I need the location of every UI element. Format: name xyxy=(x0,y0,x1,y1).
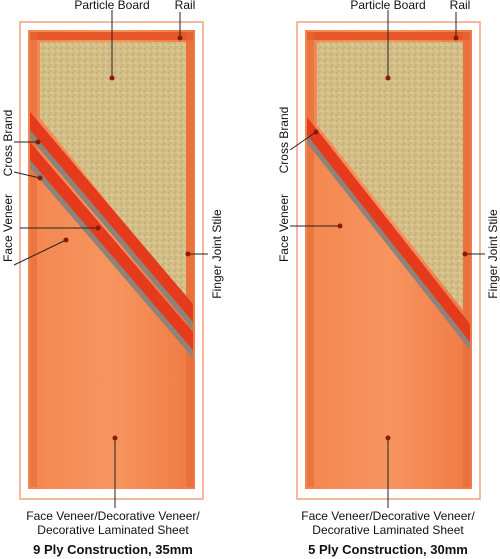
label-finger-joint-stile: Finger Joint Stile xyxy=(486,209,500,299)
panel-5-ply: Particle Board Rail Cross Brand Face Ven… xyxy=(277,0,500,557)
leader-face-veneer-2 xyxy=(13,239,67,266)
panel-9-ply: Particle Board Rail Cross Brand Face Ven… xyxy=(1,0,224,557)
label-rail: Rail xyxy=(450,0,471,12)
marker xyxy=(385,435,391,441)
stile-left xyxy=(307,32,314,487)
leader-cross-brand xyxy=(289,131,317,151)
marker xyxy=(112,435,118,441)
cross-band-strip-2 xyxy=(30,142,193,350)
label-bottom-line-2: Decorative Laminated Sheet xyxy=(37,523,189,537)
label-bottom-line-2: Decorative Laminated Sheet xyxy=(312,523,464,537)
finger-joint-stile xyxy=(463,32,470,487)
label-particle-board: Particle Board xyxy=(350,0,425,12)
marker xyxy=(385,75,391,81)
caption-9-ply: 9 Ply Construction, 35mm xyxy=(33,542,193,557)
leader-cross-brand-2 xyxy=(13,171,41,179)
label-rail: Rail xyxy=(175,0,196,12)
marker xyxy=(462,251,468,257)
marker xyxy=(337,223,343,229)
marker xyxy=(37,175,43,181)
label-face-veneer: Face Veneer xyxy=(1,194,15,262)
label-particle-board: Particle Board xyxy=(74,0,149,12)
marker xyxy=(185,251,191,257)
label-cross-brand: Cross Brand xyxy=(277,107,291,174)
marker xyxy=(313,129,319,135)
cross-band-strip xyxy=(307,117,470,342)
particle-board-core xyxy=(40,42,186,300)
cross-band-strip-1 xyxy=(30,112,193,322)
marker xyxy=(95,225,101,231)
finger-joint-stile xyxy=(186,32,193,487)
particle-board-core xyxy=(317,42,463,310)
label-face-veneer: Face Veneer xyxy=(277,194,291,262)
marker xyxy=(453,35,459,41)
label-bottom-line-1: Face Veneer/Decorative Veneer/ xyxy=(301,509,475,523)
label-bottom-line-1: Face Veneer/Decorative Veneer/ xyxy=(26,509,200,523)
label-cross-brand: Cross Brand xyxy=(1,110,15,177)
marker xyxy=(63,237,69,243)
marker xyxy=(177,35,183,41)
marker xyxy=(35,139,41,145)
caption-5-ply: 5 Ply Construction, 30mm xyxy=(308,542,468,557)
stile-left xyxy=(30,32,37,487)
marker xyxy=(109,75,115,81)
label-finger-joint-stile: Finger Joint Stile xyxy=(210,209,224,299)
